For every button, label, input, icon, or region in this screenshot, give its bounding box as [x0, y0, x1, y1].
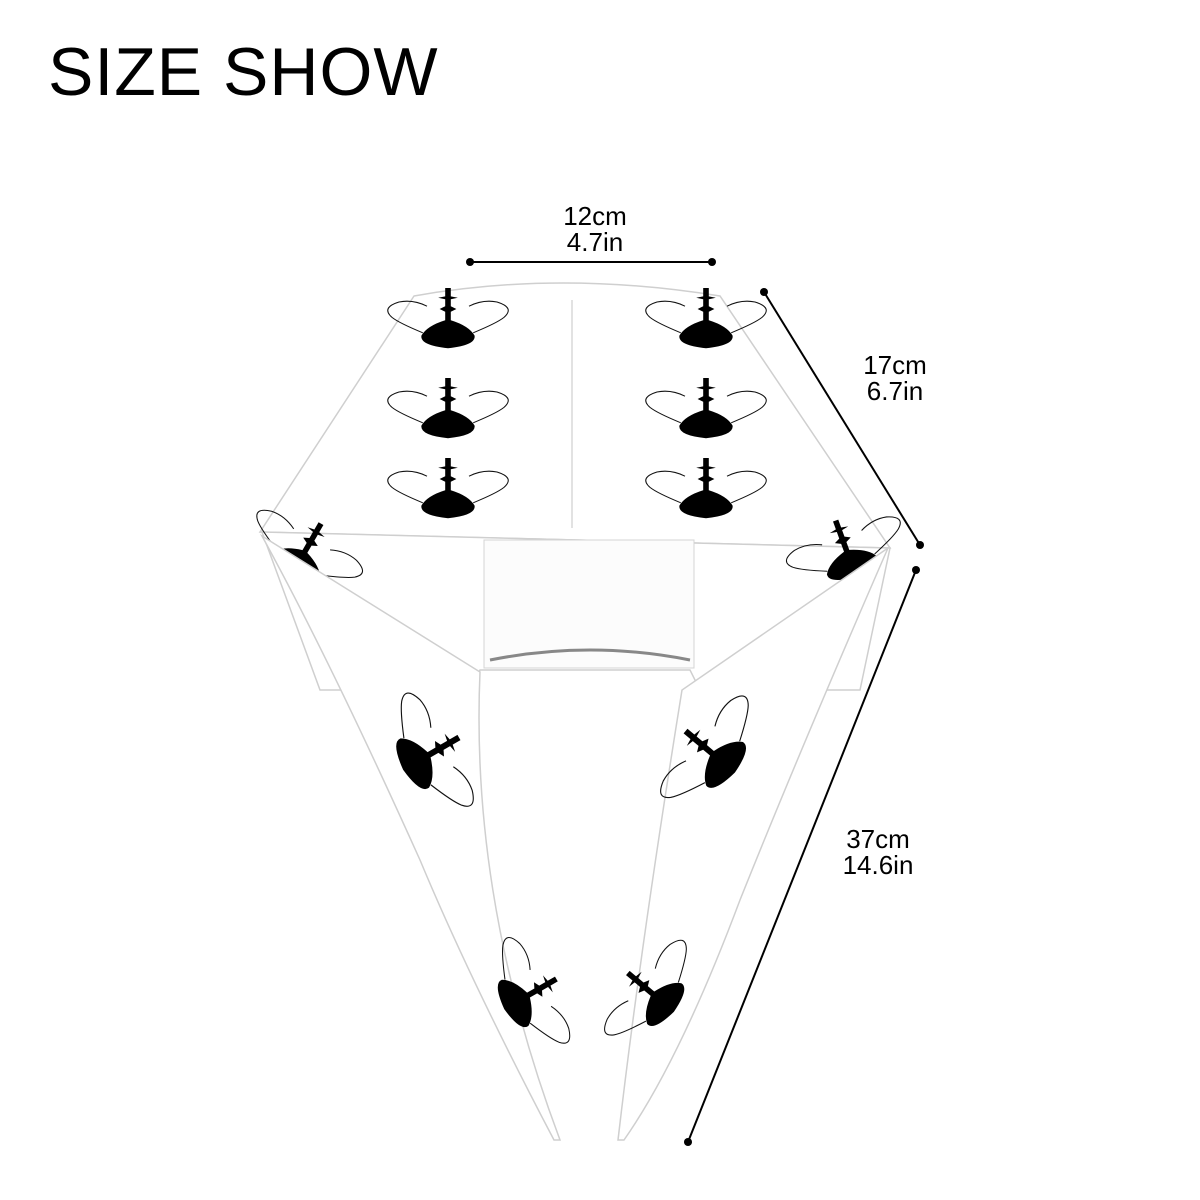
length-dimension-line: [684, 566, 920, 1146]
width-metric: 12cm: [563, 201, 627, 231]
cap-right-tie: [588, 545, 890, 1141]
depth-imperial: 6.7in: [866, 376, 924, 406]
cap-left-tie: [259, 533, 588, 1141]
length-imperial: 14.6in: [842, 850, 914, 880]
width-label: 12cm 4.7in: [540, 203, 650, 255]
depth-metric: 17cm: [863, 350, 927, 380]
depth-dimension-line: [760, 288, 924, 549]
depth-label: 17cm 6.7in: [840, 352, 950, 404]
page-title: SIZE SHOW: [48, 34, 439, 110]
width-dimension-line: [466, 258, 716, 266]
length-metric: 37cm: [846, 824, 910, 854]
cap-crown: [258, 282, 892, 549]
length-label: 37cm 14.6in: [818, 826, 938, 878]
width-imperial: 4.7in: [566, 227, 624, 257]
